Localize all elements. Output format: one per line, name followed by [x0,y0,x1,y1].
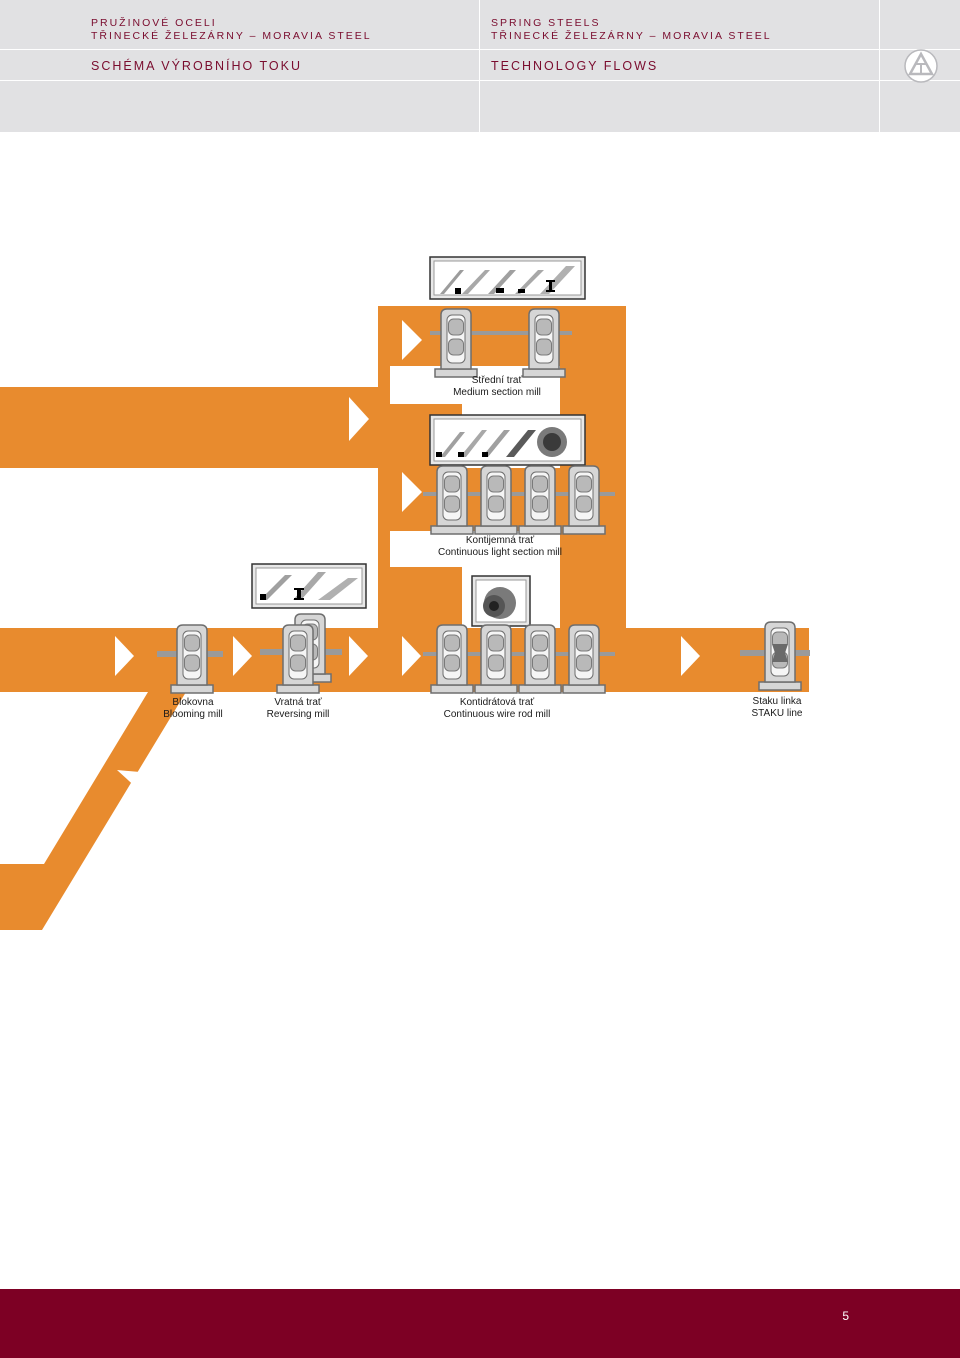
mill-staku [740,621,810,691]
header-right-title-line1: SPRING STEELS [491,17,601,29]
page-number: 5 [842,1309,849,1323]
label-reversing-mill: Vratná trať Reversing mill [248,697,348,721]
mill-reversing [260,613,342,694]
header-divider [0,49,960,50]
mill-blooming [157,624,223,694]
flow-arrow-icon [402,320,422,360]
flow-arrow-icon [233,636,252,676]
label-wire-rod-mill: Kontidrátová trať Continuous wire rod mi… [427,697,567,721]
label-en: Medium section mill [453,387,541,398]
flow-arrows [115,320,700,802]
label-medium-section-mill: Střední trať Medium section mill [447,375,547,399]
label-cz: Blokovna [172,697,214,708]
company-logo-icon [904,49,938,83]
label-cz: Kontijemná trať [465,535,535,546]
product-box-medium [429,256,586,300]
label-en: Continuous light section mill [438,547,562,558]
label-cz: Střední trať [471,375,523,386]
flow-arrow-icon [117,770,152,802]
header-left-section: SCHÉMA VÝROBNÍHO TOKU [91,59,303,73]
label-en: STAKU line [751,708,803,719]
flow-arrow-icon [115,636,134,676]
label-blooming-mill: Blokovna Blooming mill [143,697,243,721]
mill-continuous-light [423,465,615,535]
header-divider [0,80,960,81]
flow-arrow-icon [402,472,422,512]
label-en: Blooming mill [163,709,223,720]
label-cz: Vratná trať [274,697,322,708]
header-left-title-line2: TŘINECKÉ ŽELEZÁRNY – MORAVIA STEEL [91,30,372,42]
label-continuous-light-mill: Kontijemná trať Continuous light section… [417,535,583,559]
technology-flow-diagram [0,256,810,930]
product-box-wire-rod [471,575,531,627]
flow-arrow-icon [681,636,700,676]
flow-arrow-icon [402,636,421,676]
product-box-continuous-light [429,414,586,466]
flow-arrow-icon [349,636,368,676]
label-en: Continuous wire rod mill [443,709,551,720]
label-en: Reversing mill [266,709,330,720]
header-left-column [0,0,480,132]
mill-wire-rod [423,624,615,694]
label-staku-line: Staku linka STAKU line [736,696,818,720]
header-left-title: PRUŽINOVÉ OCELI TŘINECKÉ ŽELEZÁRNY – MOR… [91,17,372,43]
mill-medium-section [430,308,572,378]
flow-arrow-icon [349,397,369,441]
product-box-reversing [251,563,367,609]
header-right-column [481,0,880,132]
header-right-section: TECHNOLOGY FLOWS [491,59,659,73]
label-cz: Kontidrátová trať [459,697,535,708]
page-footer: 5 [0,1289,960,1358]
page-header: PRUŽINOVÉ OCELI TŘINECKÉ ŽELEZÁRNY – MOR… [0,0,960,136]
header-bottom-strip [0,132,960,136]
header-left-title-line1: PRUŽINOVÉ OCELI [91,17,217,29]
label-cz: Staku linka [752,696,802,707]
header-right-title-line2: TŘINECKÉ ŽELEZÁRNY – MORAVIA STEEL [491,30,772,42]
header-right-title: SPRING STEELS TŘINECKÉ ŽELEZÁRNY – MORAV… [491,17,772,43]
